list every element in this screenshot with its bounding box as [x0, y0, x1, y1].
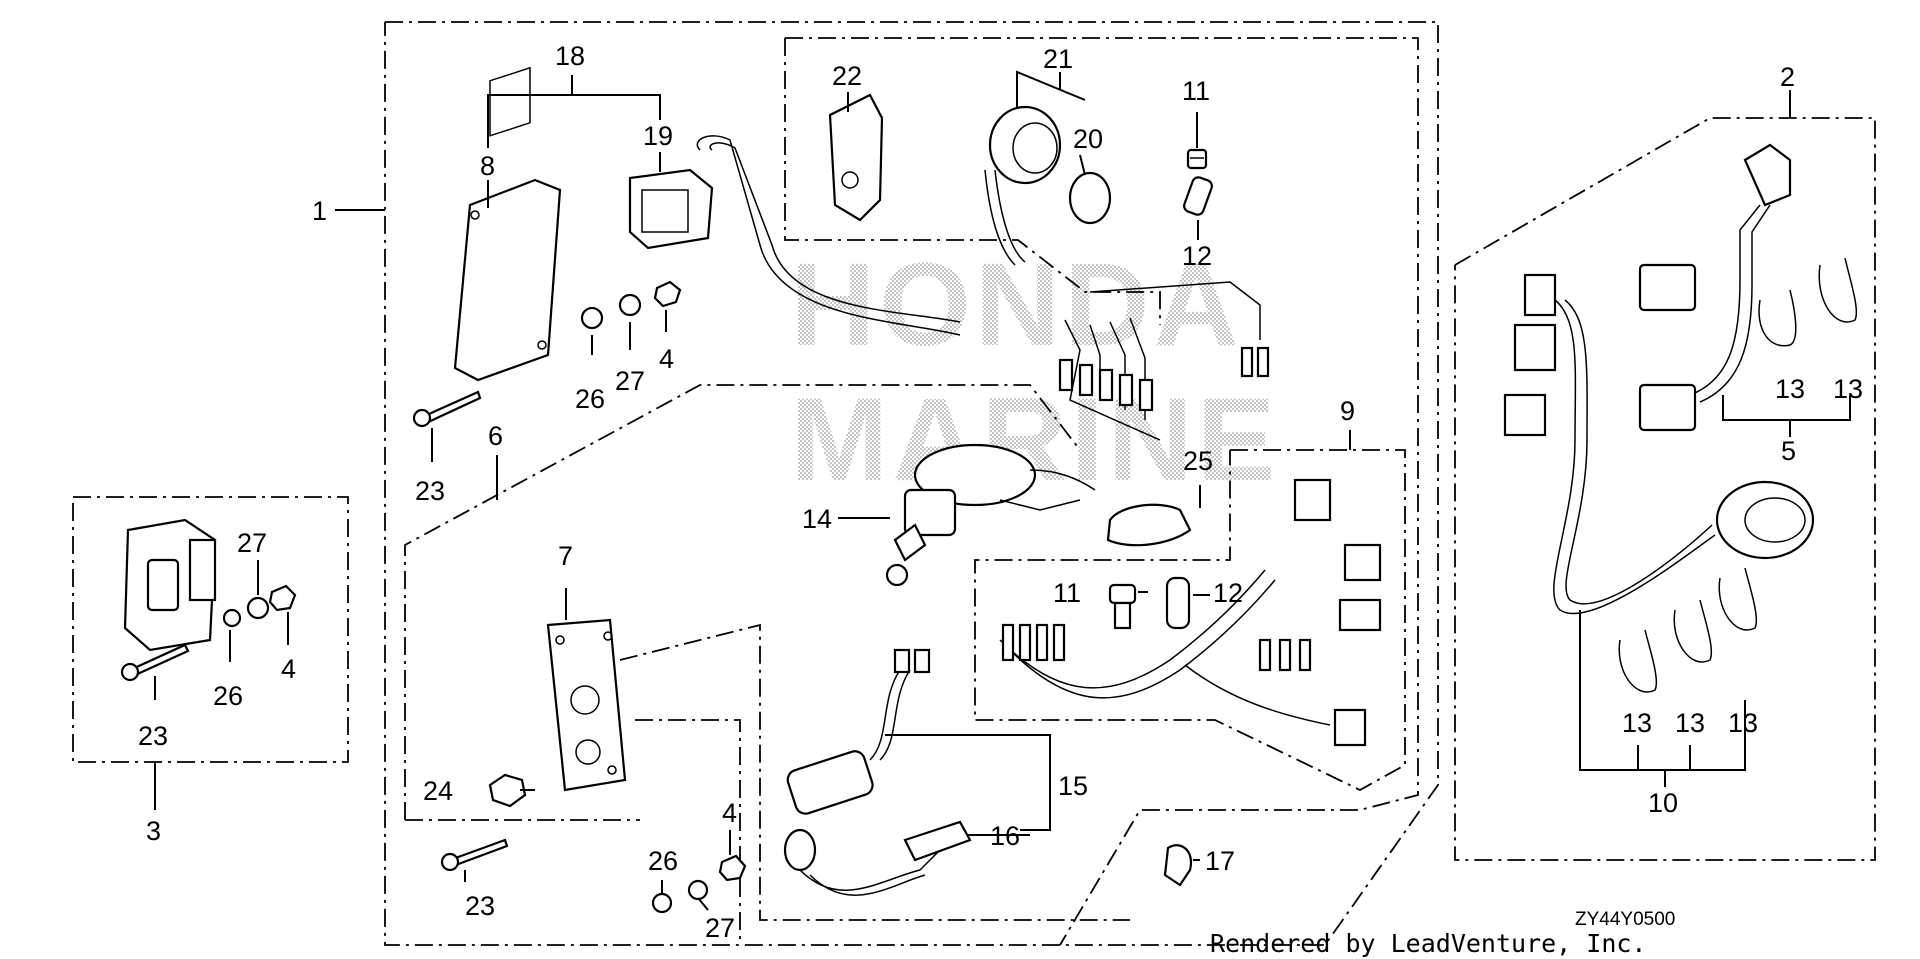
callout-7: 7 [558, 541, 573, 571]
solenoid-15 [786, 648, 931, 815]
callout-5: 5 [1781, 436, 1796, 466]
lens-20 [1068, 171, 1112, 225]
screw-23-mid [440, 838, 509, 872]
diagram-code: ZY44Y0500 [1575, 909, 1675, 930]
callout-22: 22 [832, 61, 862, 91]
washer-26-left [222, 608, 242, 628]
callout-19: 19 [643, 121, 673, 151]
nut-4-left [268, 584, 297, 612]
callout-2: 2 [1780, 62, 1795, 92]
parts [120, 66, 1858, 914]
callout-13-c: 13 [1622, 708, 1652, 738]
callout-25: 25 [1183, 446, 1213, 476]
callout-15: 15 [1058, 771, 1088, 801]
callout-8: 8 [480, 151, 495, 181]
meter-21 [984, 105, 1062, 266]
screw-23-left [120, 643, 190, 682]
leader-lines [154, 92, 1210, 911]
ignition-switch-14 [885, 443, 1096, 587]
callout-11-mid: 11 [1053, 578, 1081, 608]
callout-18: 18 [555, 41, 585, 71]
bracket-22 [828, 93, 884, 222]
callout-12-mid: 12 [1213, 578, 1243, 608]
callout-27-left: 27 [237, 528, 267, 558]
clips-13 [1618, 257, 1858, 693]
callout-13-d: 13 [1675, 708, 1705, 738]
callout-13-b: 13 [1833, 374, 1863, 404]
callout-26-top: 26 [575, 384, 605, 414]
callout-26-bottom: 26 [648, 846, 678, 876]
harness-9 [999, 478, 1382, 747]
callout-4-bottom: 4 [722, 798, 737, 828]
callout-13-a: 13 [1775, 374, 1805, 404]
rocker-switch-19 [628, 135, 961, 336]
sleeve-12-mid [1165, 576, 1191, 630]
callout-24: 24 [423, 776, 453, 806]
callout-3: 3 [146, 816, 161, 846]
render-credit: Rendered by LeadVenture, Inc. [1210, 929, 1647, 958]
callout-4-left: 4 [281, 654, 296, 684]
screw-23-top [412, 390, 482, 428]
callout-6: 6 [488, 421, 503, 451]
harness-group-2 [1503, 143, 1815, 615]
callout-26-left: 26 [213, 681, 243, 711]
switch-panel-left [123, 518, 217, 652]
bolt-11-mid [1108, 583, 1137, 630]
callout-10: 10 [1648, 788, 1678, 818]
callout-9: 9 [1340, 396, 1355, 426]
callout-12-top: 12 [1182, 241, 1212, 271]
watermark-line-1: HONDA [790, 239, 1243, 371]
callout-16: 16 [990, 821, 1020, 851]
callout-14: 14 [802, 504, 832, 534]
lanyard-16 [783, 820, 972, 896]
washer-27-left [246, 596, 270, 620]
washer-26-bottom [651, 892, 673, 914]
callout-23-top: 23 [415, 476, 445, 506]
washer-27-bottom [687, 879, 709, 901]
callout-4-top: 4 [659, 344, 674, 374]
callout-27-top: 27 [615, 366, 645, 396]
callout-17: 17 [1205, 846, 1235, 876]
clip-17 [1163, 844, 1193, 887]
callout-11-top: 11 [1182, 76, 1210, 106]
clip-25 [1106, 503, 1192, 547]
watermark-line-2: MARINE [790, 374, 1279, 506]
washer-27-top [618, 293, 642, 317]
callout-21: 21 [1043, 44, 1073, 74]
callouts: 1 2 3 4 4 4 5 6 7 8 9 10 11 11 12 12 13 … [138, 41, 1863, 943]
group-frames [72, 21, 1876, 946]
harness-connectors-center [1058, 281, 1270, 441]
nut-24 [488, 773, 527, 808]
washer-26-top [580, 306, 604, 330]
callout-20: 20 [1073, 124, 1103, 154]
nut-4-top [653, 280, 682, 308]
bolt-11-top [1186, 148, 1208, 170]
mounting-plate-7 [546, 618, 627, 792]
callout-23-mid: 23 [465, 891, 495, 921]
callout-27-bottom: 27 [705, 913, 735, 943]
callout-13-e: 13 [1728, 708, 1758, 738]
nut-4-bottom [718, 854, 747, 882]
switch-panel-8 [453, 66, 562, 382]
watermark: HONDA MARINE [790, 239, 1279, 506]
sleeve-12-top [1183, 176, 1213, 216]
callout-1: 1 [312, 196, 327, 226]
callout-23-left: 23 [138, 721, 168, 751]
